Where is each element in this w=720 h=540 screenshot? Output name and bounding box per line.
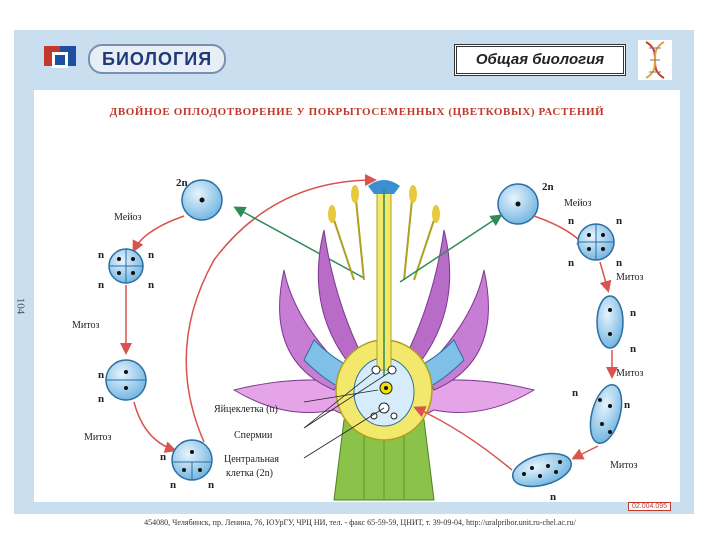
right-mitosis-cell-2 (589, 384, 623, 444)
brand-badge: БИОЛОГИЯ (88, 44, 227, 74)
right-n-label: n (568, 215, 574, 227)
right-ploidy-2n: 2n (542, 181, 554, 193)
right-cycle: 2n Мейоз n n n n Митоз n n Митоз (399, 181, 643, 502)
flower-illustration (232, 180, 536, 501)
code-badge: 02.004.095 (628, 502, 672, 511)
central-cell-label-line2: клетка (2n) (226, 468, 273, 479)
sperm-label: Спермии (234, 430, 273, 441)
diagram-panel: ДВОЙНОЕ ОПЛОДОТВОРЕНИЕ У ПОКРЫТОСЕМЕННЫХ… (34, 90, 680, 502)
left-n-label: n (148, 279, 154, 291)
right-n-label: n (616, 215, 622, 227)
central-cell-label-line1: Центральная (224, 454, 279, 465)
left-n-label: n (98, 369, 104, 381)
right-n-label: n (616, 257, 622, 269)
right-n-label: n (568, 257, 574, 269)
page-side-number: 104 (14, 297, 27, 315)
poster-background: 104 БИОЛОГИЯ Общая биология ДВОЙНОЕ ОПЛО… (14, 30, 694, 514)
right-n-label: n (630, 343, 636, 355)
dna-helix-icon (638, 40, 672, 80)
right-mitosis-label-2: Митоз (616, 368, 643, 379)
subject-label: Общая биология (454, 44, 626, 76)
right-n-label: n (630, 307, 636, 319)
footer-contact: 454080, Челябинск, пр. Ленина, 76, ЮУрГУ… (144, 518, 576, 527)
left-n-label: n (98, 393, 104, 405)
left-cycle: 2n Мейоз n n n n Митоз n n Митоз (72, 174, 377, 491)
left-n-label: n (98, 249, 104, 261)
double-fertilization-diagram: 2n Мейоз n n n n Митоз n n Митоз (72, 174, 643, 502)
left-n-label: n (160, 451, 166, 463)
left-n-label: n (148, 249, 154, 261)
egg-cell-label: Яйцеклетка (n) (214, 404, 278, 415)
right-embryo-sac-cell (512, 452, 572, 488)
diagram-title: ДВОЙНОЕ ОПЛОДОТВОРЕНИЕ У ПОКРЫТОСЕМЕННЫХ… (109, 106, 605, 118)
left-ploidy-2n: 2n (176, 177, 188, 189)
right-mitosis-cell-1 (596, 295, 624, 349)
right-mitosis-label-1: Митоз (616, 272, 643, 283)
right-n-label: n (624, 399, 630, 411)
left-n-label: n (208, 479, 214, 491)
right-n-label: n (572, 387, 578, 399)
right-mitosis-label-3: Митоз (610, 460, 637, 471)
left-mitosis-label-1: Митоз (72, 320, 99, 331)
left-mitosis-label-2: Митоз (84, 432, 111, 443)
left-n-label: n (170, 479, 176, 491)
publisher-logo-icon (44, 46, 76, 68)
left-meiosis-label: Мейоз (114, 212, 142, 223)
right-meiosis-label: Мейоз (564, 198, 592, 209)
left-n-label: n (98, 279, 104, 291)
right-n-label: n (550, 491, 556, 502)
